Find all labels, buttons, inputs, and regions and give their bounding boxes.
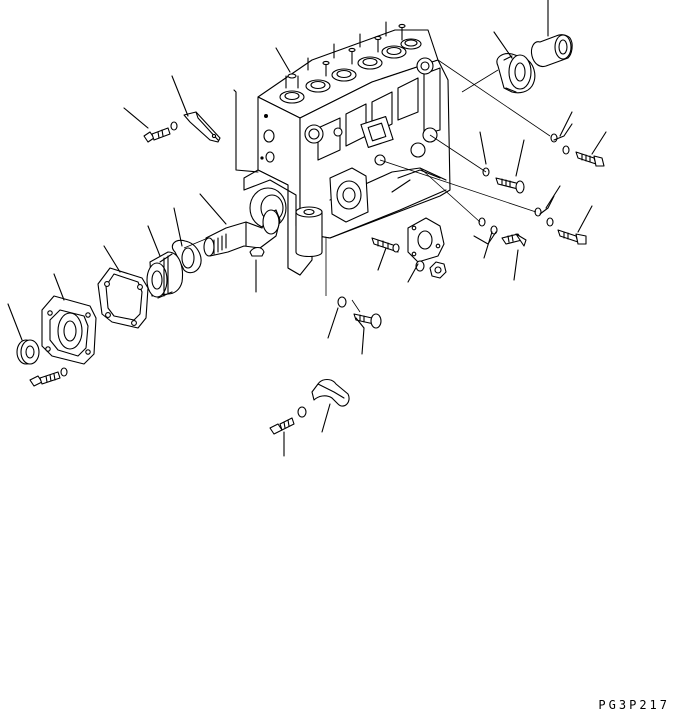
clamp-washer[interactable] bbox=[298, 407, 306, 417]
washer-pair-lower[interactable] bbox=[535, 208, 553, 226]
front-bearing-outer-race[interactable] bbox=[172, 240, 201, 272]
rear-bearing-cone[interactable] bbox=[497, 54, 535, 93]
gasket[interactable] bbox=[98, 268, 148, 328]
delivery-valve-holders[interactable] bbox=[280, 22, 421, 103]
washer-pair-center[interactable] bbox=[479, 218, 497, 234]
clamp-bolt[interactable] bbox=[270, 418, 294, 434]
delivery-valve-holder-1[interactable] bbox=[280, 74, 304, 103]
clamp[interactable] bbox=[312, 380, 349, 407]
cover-bolt[interactable] bbox=[30, 372, 60, 386]
bracket-washer[interactable] bbox=[171, 122, 177, 130]
camshaft[interactable] bbox=[204, 210, 280, 256]
bearing-cover[interactable] bbox=[42, 296, 96, 364]
flange-nut[interactable] bbox=[430, 262, 446, 278]
cover-washer[interactable] bbox=[61, 368, 67, 376]
stud-bolt[interactable] bbox=[372, 238, 399, 252]
bolt-lower-right[interactable] bbox=[558, 230, 586, 244]
banjo-bolt[interactable] bbox=[354, 314, 381, 328]
leader-lines bbox=[8, 0, 606, 456]
delivery-valve-holder-6[interactable] bbox=[401, 39, 421, 49]
drawing-code-label: PG3P217 bbox=[598, 698, 670, 712]
front-bearing-inner-race[interactable] bbox=[147, 252, 182, 298]
bolt-center-right[interactable] bbox=[502, 234, 526, 246]
assembly-guide-lines bbox=[184, 60, 550, 312]
delivery-valve-holder-4[interactable] bbox=[358, 36, 382, 69]
eye-bolt-right[interactable] bbox=[496, 178, 524, 193]
bracket-bolt[interactable] bbox=[144, 128, 170, 142]
delivery-valve-holder-5[interactable] bbox=[382, 24, 406, 58]
bracket[interactable] bbox=[184, 112, 220, 142]
woodruff-key[interactable] bbox=[250, 248, 264, 257]
delivery-valve-holder-3[interactable] bbox=[332, 48, 356, 81]
rear-bearing-cup[interactable] bbox=[531, 35, 572, 67]
governor-flange-plate[interactable] bbox=[408, 218, 444, 262]
bolt-upper-right[interactable] bbox=[576, 152, 604, 166]
washer-pair-upper[interactable] bbox=[551, 134, 569, 154]
delivery-valve-holder-2[interactable] bbox=[306, 61, 330, 92]
body-washer[interactable] bbox=[338, 297, 346, 307]
group-bracket-line bbox=[234, 90, 258, 172]
oil-seal[interactable] bbox=[17, 340, 39, 364]
